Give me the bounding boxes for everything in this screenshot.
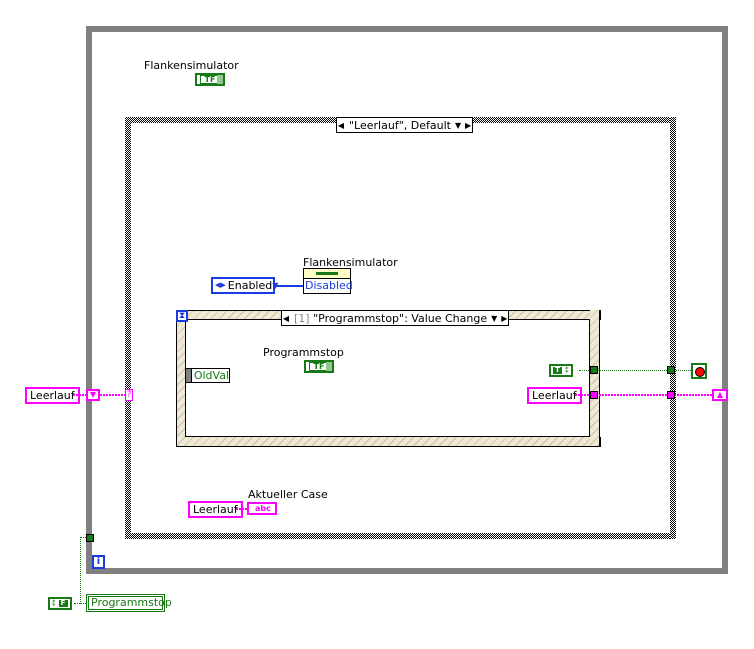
increment-arrow-icon[interactable]: ▶ [465, 120, 472, 130]
event-selector[interactable]: ◀ [1] "Programmstop": Value Change ▼ ▶ [281, 310, 510, 326]
event-tunnel-string [590, 391, 598, 399]
case-tunnel-string [667, 391, 675, 399]
flankensimulator-label: Flankensimulator [144, 59, 239, 72]
case-selector-label: "Leerlauf", Default [349, 118, 451, 132]
iteration-terminal: i [92, 555, 105, 569]
stop-condition-terminal[interactable] [691, 363, 707, 379]
loop-condition-wire-v [80, 537, 81, 604]
enum-value: Enabled [227, 279, 273, 292]
case-structure-border-bottom [125, 533, 676, 539]
property-node[interactable]: Disabled [303, 268, 353, 294]
decrement-arrow-icon[interactable]: ◀ [282, 313, 290, 323]
terminal-tip [217, 75, 223, 84]
while-loop-frame-right [722, 26, 728, 572]
stop-icon [695, 367, 705, 377]
flankensimulator-terminal[interactable]: TF [195, 73, 225, 86]
event-selector-text: [1] "Programmstop": Value Change [290, 312, 491, 325]
aktueller-case-indicator[interactable]: abc [247, 502, 277, 515]
aktueller-case-label: Aktueller Case [248, 488, 328, 501]
increment-arrow-icon[interactable]: ▶ [501, 313, 508, 323]
false-wire [74, 603, 86, 604]
event-data-node[interactable]: OldVal [185, 368, 230, 383]
while-loop-frame-left [86, 26, 92, 574]
chevron-down-icon[interactable]: ▼ [491, 313, 498, 323]
leerlauf-constant-inner[interactable]: Leerlauf [527, 387, 582, 404]
string-wire-out [575, 394, 712, 396]
case-selector-terminal[interactable]: ? [125, 389, 133, 401]
event-selector-label: "Programmstop": Value Change [313, 311, 488, 325]
boolean-constant-icon: ⁑ [565, 366, 569, 375]
while-loop-frame-top [86, 26, 728, 32]
programmstop-label: Programmstop [263, 346, 344, 359]
false-constant[interactable]: ⁑ F [48, 597, 72, 610]
string-wire-indicator [236, 508, 247, 510]
event-tunnel-boolean [590, 366, 598, 374]
oldval-label: OldVal [193, 369, 229, 382]
terminal-tip [326, 362, 332, 371]
control-ref-icon [316, 272, 338, 275]
boolean-wire [579, 370, 691, 371]
boolean-constant-icon: ⁑ [52, 599, 56, 608]
event-structure-frame [185, 319, 590, 437]
true-value: T [553, 367, 562, 374]
programmstop-control-terminal[interactable]: Programmstop [86, 594, 172, 612]
loop-condition-wire-h [80, 537, 86, 538]
case-structure-border-right [670, 117, 676, 539]
while-loop-frame-bottom [86, 568, 728, 574]
chevron-down-icon[interactable]: ▼ [454, 120, 462, 130]
event-structure-border-right [590, 310, 600, 446]
true-constant[interactable]: T ⁑ [549, 364, 573, 377]
programmstop-terminal[interactable]: TF [304, 360, 334, 373]
programmstop-control-label: Programmstop [88, 596, 172, 610]
leerlauf-constant-bottom[interactable]: Leerlauf [188, 501, 243, 518]
event-data-grip [186, 369, 192, 382]
conditional-terminal-tunnel [86, 534, 94, 542]
property-node-header [304, 269, 350, 279]
string-wire-selector [100, 394, 125, 396]
string-wire-in [73, 394, 86, 396]
false-value: F [58, 600, 68, 607]
shift-register-right[interactable]: ▲ [712, 389, 728, 401]
case-tunnel-boolean [667, 366, 675, 374]
case-selector[interactable]: ◀ "Leerlauf", Default ▼ ▶ [336, 117, 474, 133]
enum-arrows-icon: ◀▶ [215, 281, 226, 289]
property-value: Disabled [305, 279, 353, 292]
enum-constant[interactable]: ◀▶ Enabled ▼ [211, 277, 278, 294]
event-index: [1] [294, 311, 310, 325]
enum-wire [275, 285, 303, 287]
decrement-arrow-icon[interactable]: ◀ [337, 120, 345, 130]
timeout-hourglass-icon[interactable]: ⧗ [176, 310, 188, 322]
event-structure-border-bottom [176, 437, 601, 447]
leerlauf-constant-outer[interactable]: Leerlauf [25, 387, 80, 404]
shift-register-left[interactable]: ▼ [86, 389, 100, 401]
event-structure-border-left [176, 310, 186, 446]
property-node-label: Flankensimulator [303, 256, 398, 269]
case-structure-border-left [125, 117, 131, 539]
